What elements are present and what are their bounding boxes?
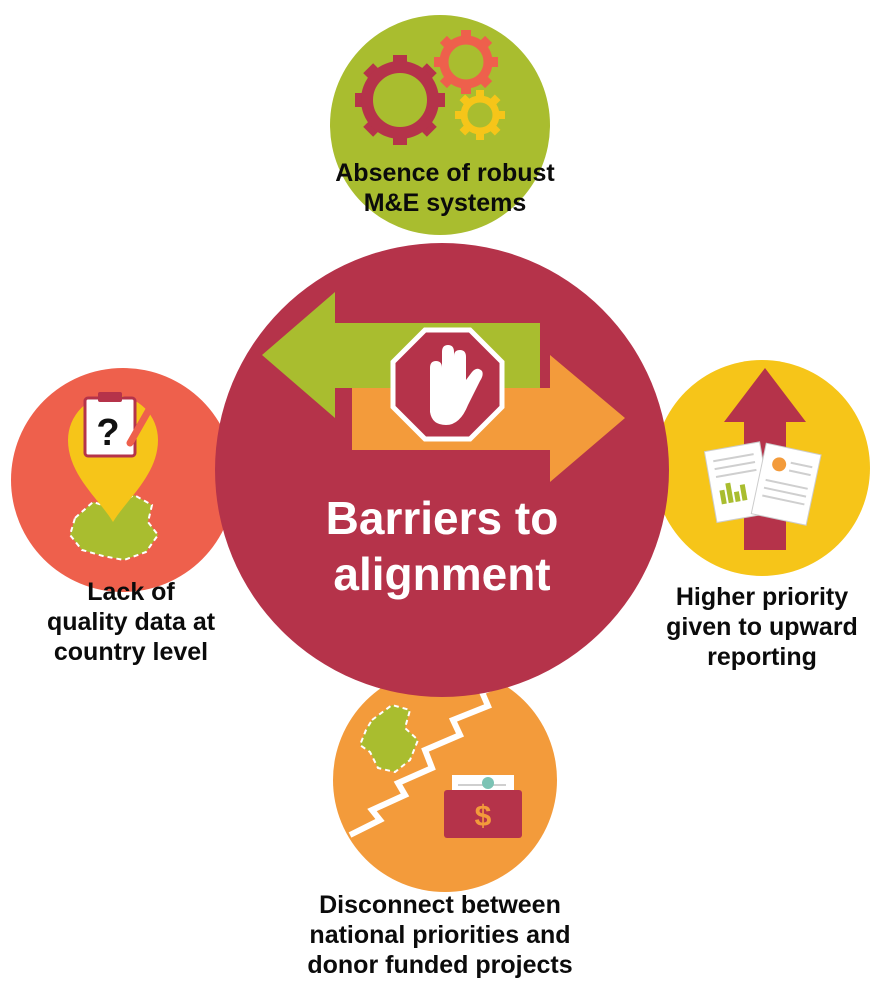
- divided-map-folder-icon: $: [348, 675, 522, 838]
- center-circle: [215, 243, 669, 697]
- map-pin-clipboard-icon: ?: [68, 392, 160, 562]
- top-barrier-circle: [330, 15, 550, 235]
- currency-symbol: $: [475, 800, 492, 833]
- question-mark: ?: [96, 412, 119, 454]
- label-right-barrier: Higher priority given to upward reportin…: [666, 583, 858, 671]
- right-barrier-circle: [654, 360, 870, 576]
- upward-arrow-reports-icon: [703, 368, 822, 550]
- bottom-barrier-circle: $: [333, 668, 557, 892]
- stop-hand-opposing-arrows-icon: [262, 292, 625, 482]
- label-left-barrier: Lack of quality data at country level: [46, 578, 216, 666]
- label-top-barrier: Absence of robust M&E systems: [335, 159, 555, 217]
- gears-icon: [355, 30, 505, 145]
- label-bottom-barrier: Disconnect between national priorities a…: [307, 891, 573, 979]
- left-barrier-circle: ?: [11, 368, 235, 592]
- center-title: Barriers to alignment: [325, 492, 559, 600]
